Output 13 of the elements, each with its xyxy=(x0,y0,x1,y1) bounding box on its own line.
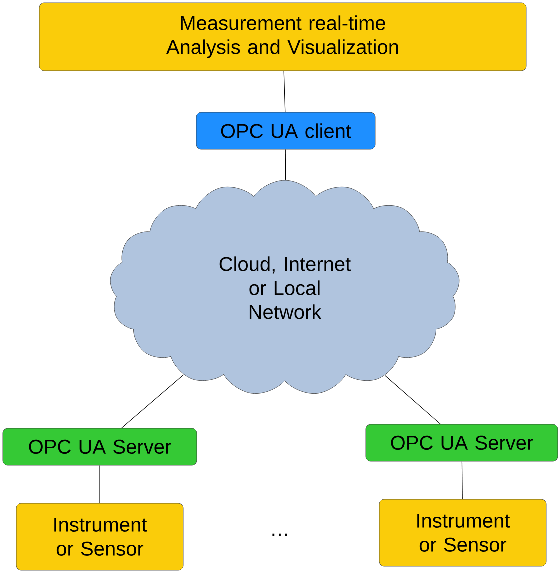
server-box: OPC UA Server xyxy=(2,428,198,466)
connector-line xyxy=(384,375,441,425)
device-box: Instrument or Sensor xyxy=(379,499,547,567)
device-box: Instrument or Sensor xyxy=(16,503,184,571)
connector-line xyxy=(285,149,286,181)
client-box: OPC UA client xyxy=(196,112,376,150)
connector-line xyxy=(284,70,286,113)
connector-line xyxy=(462,461,463,500)
server-box: OPC UA Server xyxy=(366,424,558,462)
connector-line xyxy=(121,374,184,429)
process-box: Measurement real-time Analysis and Visualization xyxy=(39,2,527,72)
network-cloud: Cloud, Internet or Local Network xyxy=(110,180,460,394)
ellipsis: … xyxy=(272,534,288,536)
